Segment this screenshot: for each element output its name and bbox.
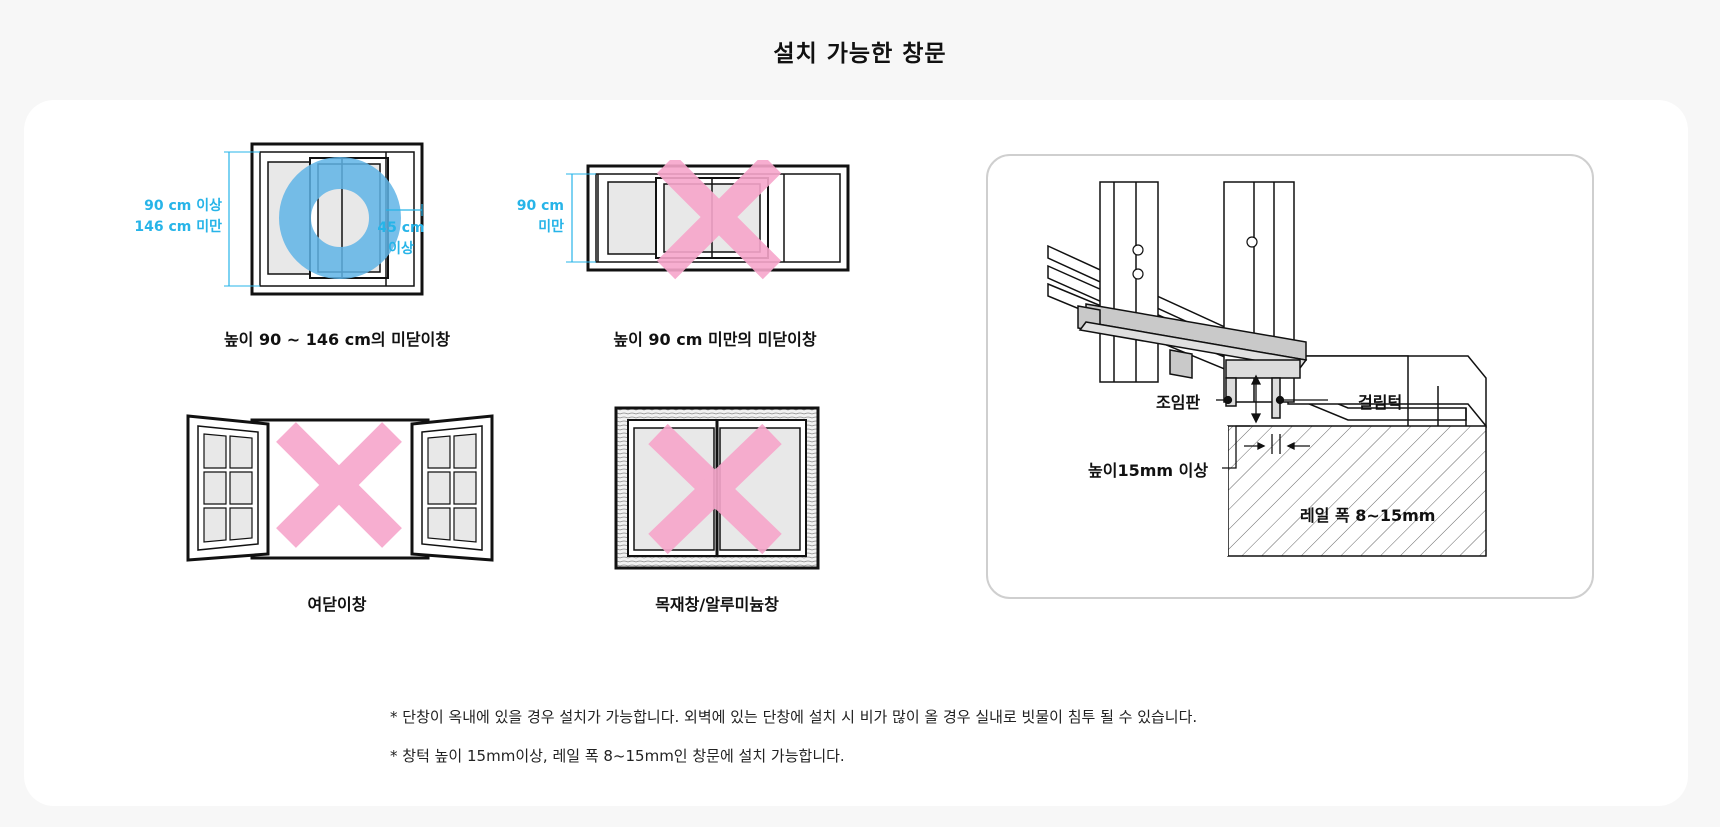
height-label-short: 90 cm 미만 xyxy=(494,196,564,238)
no-mark-icon xyxy=(648,423,782,555)
note-item: * 단창이 옥내에 있을 경우 설치가 가능합니다. 외벽에 있는 단창에 설치… xyxy=(390,708,1198,726)
label-height-min: 높이15mm 이상 xyxy=(1088,461,1209,480)
caption-sliding-short: 높이 90 cm 미만의 미닫이창 xyxy=(613,330,817,349)
note-item: * 창턱 높이 15mm이상, 레일 폭 8~15mm인 창문에 설치 가능합니… xyxy=(390,747,845,765)
wood-aluminum-window-illustration xyxy=(614,406,820,570)
height-label-line-2: 미만 xyxy=(538,219,564,235)
caption-casement: 여닫이창 xyxy=(307,595,367,614)
caption-sliding-ok: 높이 90 ~ 146 cm의 미닫이창 xyxy=(223,330,451,349)
ok-mark-icon xyxy=(279,157,401,279)
label-clamp-plate: 조임판 xyxy=(1156,393,1201,412)
rail-detail-illustration xyxy=(1047,181,1487,557)
label-rail-width: 레일 폭 8~15mm xyxy=(1300,506,1436,525)
height-label-line-2: 146 cm 미만 xyxy=(134,219,222,235)
casement-window-illustration xyxy=(186,414,494,562)
height-label-line-1: 90 cm xyxy=(516,198,564,214)
width-label-ok: 45 cm 이상 xyxy=(366,218,436,260)
install-notes: * 단창이 옥내에 있을 경우 설치가 가능합니다. 외벽에 있는 단창에 설치… xyxy=(390,706,1197,784)
sliding-window-ok-illustration xyxy=(224,142,424,296)
height-label-line-1: 90 cm 이상 xyxy=(144,198,222,214)
width-label-line-2: 이상 xyxy=(388,241,414,257)
sliding-window-short-illustration xyxy=(566,160,850,280)
height-label-ok: 90 cm 이상 146 cm 미만 xyxy=(122,196,222,238)
no-mark-icon xyxy=(276,422,402,548)
caption-wood-aluminum: 목재창/알루미늄창 xyxy=(655,595,779,614)
rail-detail-panel: 조임판 걸림턱 높이15mm 이상 레일 폭 8~15mm xyxy=(986,154,1594,599)
no-mark-icon xyxy=(656,160,782,280)
label-sill-catch: 걸림턱 xyxy=(1358,393,1403,412)
page-title: 설치 가능한 창문 xyxy=(773,41,947,67)
width-label-line-1: 45 cm xyxy=(377,220,425,236)
